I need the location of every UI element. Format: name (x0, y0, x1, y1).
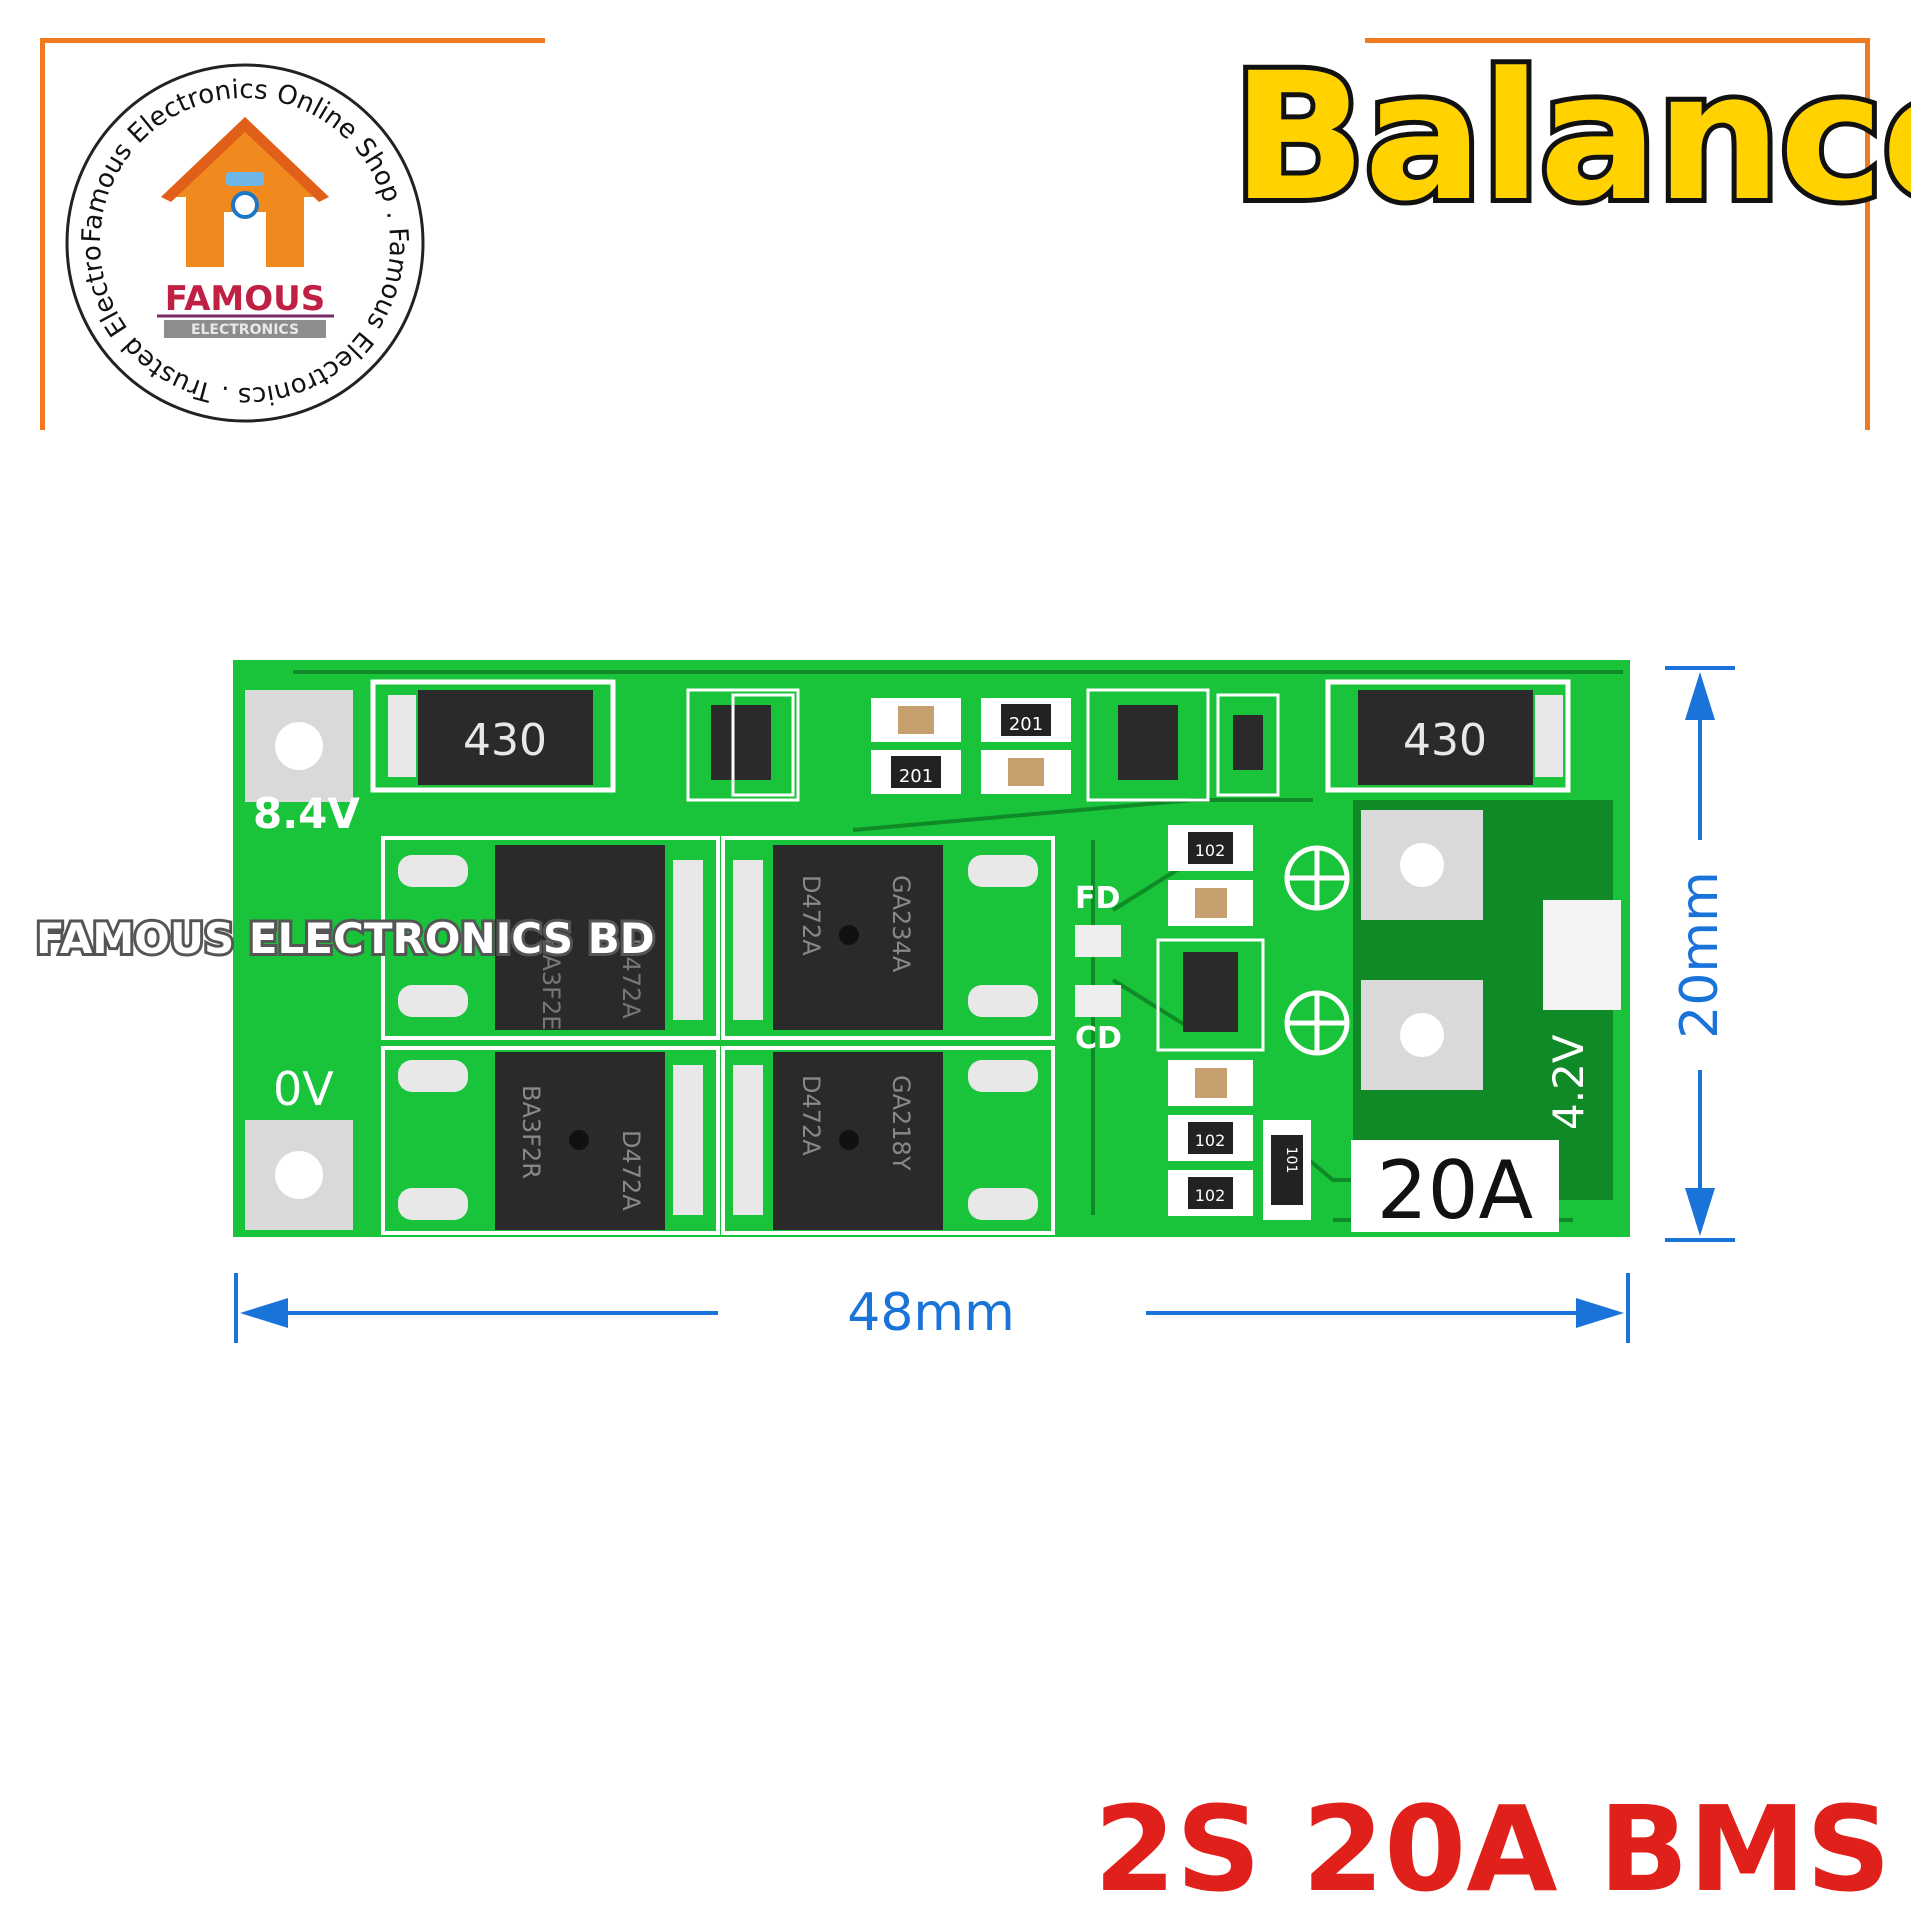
smd-201-bottom: 201 (871, 750, 961, 794)
shop-logo: Famous Electronics Online Shop . Famous … (64, 62, 425, 423)
height-label: 20mm (1670, 871, 1730, 1038)
mosfet-4: D472A GA218Y (721, 1046, 1055, 1235)
label-4-2v: 4.2V (1544, 1034, 1593, 1130)
svg-text:201: 201 (899, 766, 933, 787)
svg-text:D472A: D472A (797, 1075, 825, 1156)
smd-102-c: 102 (1168, 1170, 1253, 1216)
svg-text:102: 102 (1195, 1131, 1226, 1150)
label-cd: CD (1075, 1021, 1122, 1056)
mosfet-1: BA3F2E D472A (381, 836, 720, 1040)
label-0v: 0V (273, 1062, 334, 1116)
frame-top-left (40, 38, 545, 43)
rating-label: 20A (1377, 1144, 1534, 1237)
product-title: 2S 20A BMS (1093, 1780, 1891, 1918)
mosfet-2: D472A GA234A (721, 836, 1055, 1040)
headline: Balance (1227, 35, 1911, 240)
svg-text:D472A: D472A (617, 938, 645, 1019)
logo-brand-sub: ELECTRONICS (191, 322, 299, 338)
svg-text:102: 102 (1195, 841, 1226, 860)
frame-right (1865, 38, 1870, 430)
pad-84v (245, 690, 353, 802)
svg-text:430: 430 (1403, 715, 1487, 766)
smd-102-b: 102 (1168, 1115, 1253, 1161)
width-label: 48mm (847, 1283, 1014, 1343)
dimension-width: 48mm (234, 1273, 1630, 1343)
svg-text:D472A: D472A (797, 875, 825, 956)
ic-top-left (686, 688, 800, 802)
svg-text:101: 101 (1283, 1147, 1299, 1174)
svg-text:430: 430 (463, 715, 547, 766)
smd-201-top: 201 (981, 698, 1071, 742)
ic-right (1156, 938, 1265, 1052)
svg-text:GA234A: GA234A (887, 875, 915, 973)
svg-text:BA3F2R: BA3F2R (517, 1085, 545, 1179)
svg-text:GA218Y: GA218Y (887, 1075, 915, 1171)
frame-top-right (1365, 38, 1870, 43)
house-icon (161, 117, 329, 267)
svg-text:201: 201 (1009, 714, 1043, 735)
smd-102-a: 102 (1168, 825, 1253, 871)
svg-text:BA3F2E: BA3F2E (537, 938, 565, 1030)
pad-positive-1 (1361, 810, 1483, 920)
label-fd: FD (1075, 881, 1120, 916)
ic-top-mid (1086, 688, 1210, 802)
label-8-4v: 8.4V (253, 789, 360, 838)
svg-text:D472A: D472A (617, 1130, 645, 1211)
resistor-right: 430 (1325, 679, 1571, 793)
mosfet-3: BA3F2R D472A (381, 1046, 720, 1235)
watermark-text: FAMOUS ELECTRONICS BD (33, 914, 658, 963)
bms-board: 430 430 201 201 8.4V 0V 4.2V FD CD (233, 660, 1630, 1237)
svg-text:102: 102 (1195, 1186, 1226, 1205)
pad-0v (245, 1120, 353, 1230)
resistor-left: 430 (370, 679, 616, 793)
dimension-height: 20mm (1665, 666, 1735, 1242)
smd-101: 101 (1263, 1120, 1311, 1220)
frame-left (40, 38, 45, 430)
logo-brand: FAMOUS (165, 279, 325, 319)
pad-positive-2 (1361, 980, 1483, 1090)
